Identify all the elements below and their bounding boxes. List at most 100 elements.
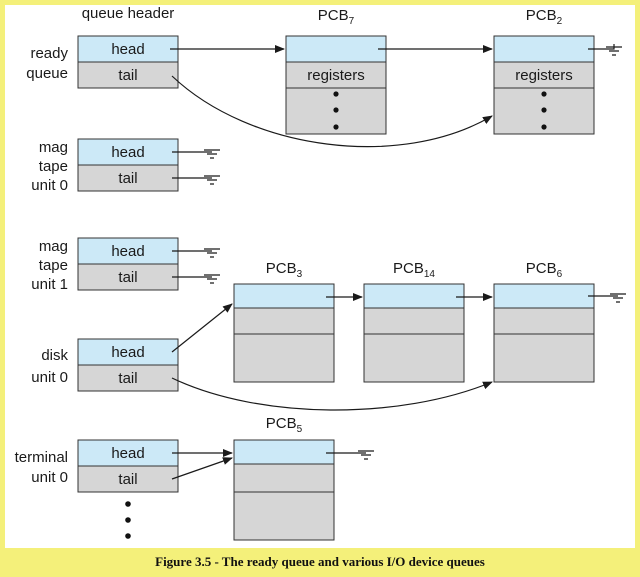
registers-label: registers bbox=[515, 67, 573, 84]
null-symbol bbox=[172, 175, 220, 185]
pcb-body-cell bbox=[233, 491, 335, 541]
pcb2-title: PCB2 bbox=[526, 7, 563, 27]
queue-name-line: ready bbox=[30, 45, 68, 62]
pcb-body-cell bbox=[363, 333, 465, 383]
figure-caption: Figure 3.5 - The ready queue and various… bbox=[155, 554, 485, 569]
ellipsis-dot bbox=[541, 107, 547, 113]
pcb-link-cell bbox=[363, 283, 465, 309]
head-label: head bbox=[111, 243, 144, 260]
pcb2-box: registers bbox=[493, 35, 595, 135]
null-symbol bbox=[172, 149, 220, 159]
queue-name-line: mag bbox=[39, 238, 68, 255]
null-pointers bbox=[172, 44, 626, 460]
tail-label: tail bbox=[118, 471, 137, 488]
header-mag-tape-0: head tail bbox=[77, 138, 179, 192]
pcb-base: PCB bbox=[393, 260, 424, 277]
pcb-base: PCB bbox=[318, 7, 349, 24]
head-cell bbox=[77, 439, 179, 467]
more-queues-ellipsis bbox=[125, 501, 131, 539]
ellipsis-dot bbox=[541, 124, 547, 130]
queue-name-disk: disk unit 0 bbox=[31, 347, 68, 386]
tail-cell bbox=[77, 164, 179, 192]
pcb-body-cell bbox=[493, 333, 595, 383]
ellipsis-dot bbox=[125, 501, 131, 507]
pcb6-box bbox=[493, 283, 595, 383]
null-symbol bbox=[172, 274, 220, 284]
queue-name-line: queue bbox=[26, 65, 68, 82]
queue-name-line: mag bbox=[39, 139, 68, 156]
queue-name-mag-tape-1: mag tape unit 1 bbox=[31, 238, 68, 293]
pcb-link-cell bbox=[285, 35, 387, 63]
pcb14-title: PCB14 bbox=[393, 260, 435, 280]
pcb-link-cell bbox=[493, 35, 595, 63]
tail-label: tail bbox=[118, 67, 137, 84]
pcb7-title: PCB7 bbox=[318, 7, 355, 27]
queue-name-line: unit 1 bbox=[31, 276, 68, 293]
ellipsis-dot bbox=[125, 517, 131, 523]
pcb-sub: 3 bbox=[297, 269, 303, 280]
pcb-link-cell bbox=[233, 439, 335, 465]
queue-name-line: unit 0 bbox=[31, 469, 68, 486]
queue-name-line: tape bbox=[39, 257, 68, 274]
pcb-sub: 14 bbox=[424, 269, 436, 280]
head-cell bbox=[77, 237, 179, 265]
head-cell bbox=[77, 35, 179, 63]
head-label: head bbox=[111, 445, 144, 462]
head-label: head bbox=[111, 344, 144, 361]
queue-name-mag-tape-0: mag tape unit 0 bbox=[31, 139, 68, 194]
tail-cell bbox=[77, 364, 179, 392]
queue-name-line: unit 0 bbox=[31, 177, 68, 194]
pcb-link-cell bbox=[233, 283, 335, 309]
pcb3-title: PCB3 bbox=[266, 260, 303, 280]
pcb-base: PCB bbox=[526, 7, 557, 24]
pcb-body-cell bbox=[233, 333, 335, 383]
header-terminal: head tail bbox=[77, 439, 179, 493]
pcb-base: PCB bbox=[266, 260, 297, 277]
queue-name-line: unit 0 bbox=[31, 369, 68, 386]
tail-cell bbox=[77, 465, 179, 493]
terminal-tail-arrow bbox=[171, 457, 233, 480]
pcb-sub: 2 bbox=[557, 16, 563, 27]
pcb-base: PCB bbox=[526, 260, 557, 277]
pcb-sub: 7 bbox=[349, 16, 355, 27]
caption-bar bbox=[0, 548, 640, 577]
ellipsis-dot bbox=[333, 124, 339, 130]
pcb-link-cell bbox=[493, 283, 595, 309]
pcb5-title: PCB5 bbox=[266, 415, 303, 435]
head-label: head bbox=[111, 41, 144, 58]
ready-tail-arrow bbox=[171, 75, 493, 148]
queue-name-line: terminal bbox=[15, 449, 68, 466]
queue-name-line: disk bbox=[41, 347, 68, 364]
pcb3-box bbox=[233, 283, 335, 383]
disk-tail-arrow bbox=[171, 377, 493, 411]
tail-label: tail bbox=[118, 269, 137, 286]
header-disk: head tail bbox=[77, 338, 179, 392]
pointer-arrows bbox=[170, 45, 493, 480]
pcb-sub: 6 bbox=[557, 269, 563, 280]
pcb6-title: PCB6 bbox=[526, 260, 563, 280]
pcb7-box: registers bbox=[285, 35, 387, 135]
tail-label: tail bbox=[118, 170, 137, 187]
tail-cell bbox=[77, 61, 179, 89]
null-symbol bbox=[588, 293, 626, 303]
tail-label: tail bbox=[118, 370, 137, 387]
ellipsis-dot bbox=[333, 91, 339, 97]
disk-head-arrow bbox=[171, 303, 233, 353]
pcb-registers-cell bbox=[363, 307, 465, 335]
header-ready: head tail bbox=[77, 35, 179, 89]
pcb-registers-cell bbox=[493, 61, 595, 89]
null-symbol bbox=[326, 450, 374, 460]
ellipsis-dot bbox=[541, 91, 547, 97]
header-mag-tape-1: head tail bbox=[77, 237, 179, 291]
registers-label: registers bbox=[307, 67, 365, 84]
null-symbol bbox=[588, 44, 622, 56]
queue-header-title: queue header bbox=[82, 5, 175, 22]
pcb-base: PCB bbox=[266, 415, 297, 432]
pcb14-box bbox=[363, 283, 465, 383]
pcb-sub: 5 bbox=[297, 424, 303, 435]
pcb-registers-cell bbox=[233, 307, 335, 335]
pcb5-box bbox=[233, 439, 335, 541]
pcb-registers-cell bbox=[233, 463, 335, 493]
pcb-registers-cell bbox=[493, 307, 595, 335]
